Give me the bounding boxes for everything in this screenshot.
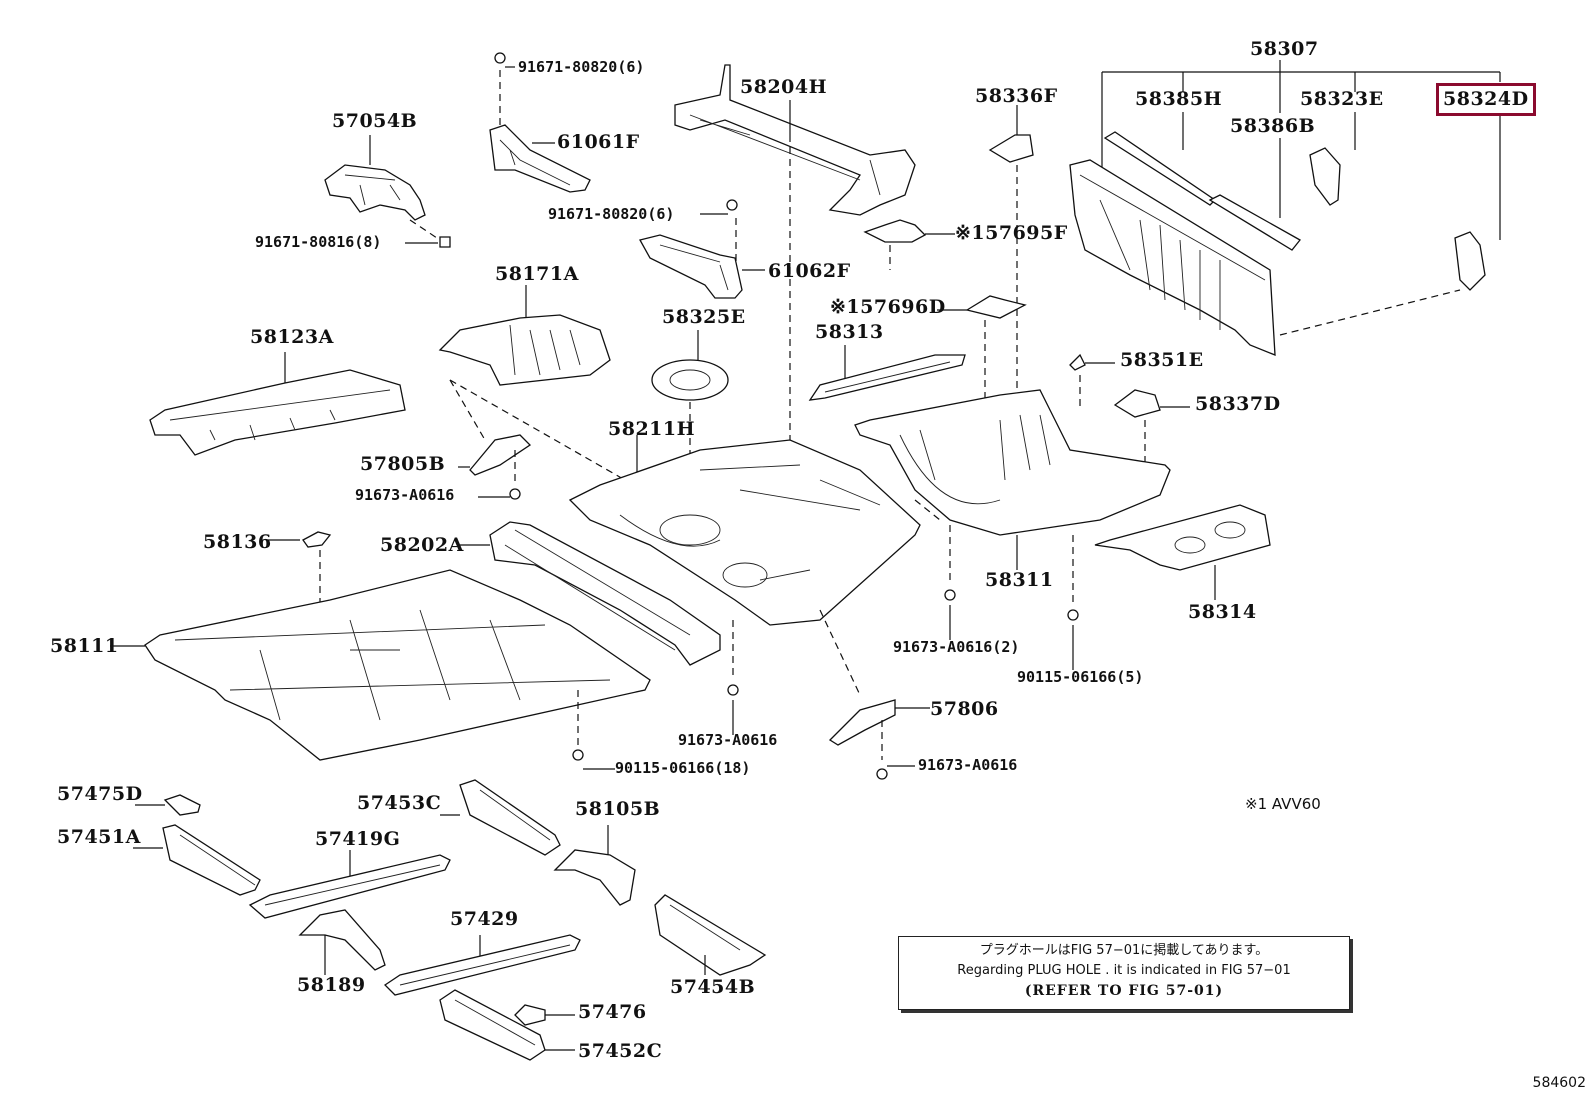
note-line-refer[interactable]: (REFER TO FIG 57-01) [1024, 983, 1224, 999]
label-58171A[interactable]: 58171A [495, 263, 579, 285]
note-line-english: Regarding PLUG HOLE . it is indicated in… [957, 963, 1291, 978]
label-58204H[interactable]: 58204H [740, 76, 828, 98]
part-57453C[interactable] [440, 779, 561, 856]
part-57475D[interactable] [135, 794, 201, 816]
label-58307[interactable]: 58307 [1250, 38, 1319, 60]
label-58313[interactable]: 58313 [815, 321, 884, 343]
label-57806[interactable]: 57806 [930, 698, 999, 720]
label-57451A[interactable]: 57451A [57, 826, 141, 848]
part-57805B[interactable] [449, 379, 661, 501]
label-57475D[interactable]: 57475D [57, 783, 143, 805]
part-57452C[interactable] [439, 989, 575, 1061]
label-57695F[interactable]: ※157695F [955, 222, 1068, 244]
label-91673-A0616-left[interactable]: 91673-A0616 [355, 486, 455, 504]
part-58314[interactable] [1094, 504, 1271, 600]
label-57696D[interactable]: ※157696D [830, 296, 946, 318]
part-57429[interactable] [383, 934, 581, 996]
label-58336F[interactable]: 58336F [975, 85, 1058, 107]
footnote-avv60: ※1 AVV60 [1245, 795, 1321, 813]
part-57419G[interactable] [248, 850, 451, 919]
label-57453C[interactable]: 57453C [357, 792, 442, 814]
label-58324D-highlighted[interactable]: 58324D [1436, 83, 1536, 116]
part-58211H[interactable] [568, 435, 921, 626]
part-57454B[interactable] [654, 894, 767, 976]
bolt-91673-A0616-center[interactable] [727, 620, 739, 735]
label-58351E[interactable]: 58351E [1120, 349, 1204, 371]
label-58202A[interactable]: 58202A [380, 534, 464, 556]
part-61062F[interactable] [639, 199, 765, 299]
plug-hole-note-box: プラグホールはFIG 57−01に掲載してあります。 Regarding PLU… [898, 936, 1350, 1010]
label-58123A[interactable]: 58123A [250, 326, 334, 348]
part-58351E[interactable] [1069, 353, 1115, 410]
label-58136[interactable]: 58136 [203, 531, 272, 553]
label-57476[interactable]: 57476 [578, 1001, 647, 1023]
label-91673-A0616-2[interactable]: 91673-A0616(2) [893, 638, 1020, 656]
bolt-91673-A0616-2[interactable] [944, 589, 956, 640]
part-58311[interactable] [854, 389, 1171, 605]
label-58311[interactable]: 58311 [985, 569, 1054, 591]
label-58111[interactable]: 58111 [50, 635, 119, 657]
label-90115-06166-5[interactable]: 90115-06166(5) [1017, 668, 1144, 686]
label-57452C[interactable]: 57452C [578, 1040, 663, 1062]
label-90115-06166-18[interactable]: 90115-06166(18) [615, 759, 751, 777]
label-57054B[interactable]: 57054B [332, 110, 418, 132]
part-58123A[interactable] [149, 352, 406, 456]
label-57419G[interactable]: 57419G [315, 828, 401, 850]
label-58211H[interactable]: 58211H [608, 418, 696, 440]
label-58386B[interactable]: 58386B [1230, 115, 1316, 137]
part-61061F[interactable] [489, 52, 591, 193]
part-57806[interactable] [819, 609, 930, 780]
label-58189[interactable]: 58189 [297, 974, 366, 996]
label-58314[interactable]: 58314 [1188, 601, 1257, 623]
label-58385H[interactable]: 58385H [1135, 88, 1223, 110]
part-57695F[interactable] [863, 219, 955, 270]
label-61061F[interactable]: 61061F [557, 131, 640, 153]
label-58325E[interactable]: 58325E [662, 306, 746, 328]
label-58337D[interactable]: 58337D [1195, 393, 1281, 415]
part-58171A[interactable] [438, 285, 611, 386]
part-57451A[interactable] [133, 824, 261, 896]
label-57454B[interactable]: 57454B [670, 976, 756, 998]
label-91673-A0616-center[interactable]: 91673-A0616 [678, 731, 778, 749]
bolt-90115-06166-5[interactable] [1067, 609, 1079, 670]
part-58105B[interactable] [553, 825, 636, 906]
figure-number: 584602 [1532, 1075, 1586, 1091]
part-58337D[interactable] [1113, 389, 1190, 470]
label-91673-A0616-right[interactable]: 91673-A0616 [918, 756, 1018, 774]
label-57429[interactable]: 57429 [450, 908, 519, 930]
part-58189[interactable] [298, 909, 386, 975]
part-58111[interactable] [110, 569, 651, 770]
part-58136[interactable] [268, 531, 332, 640]
label-58323E[interactable]: 58323E [1300, 88, 1384, 110]
label-57805B[interactable]: 57805B [360, 453, 446, 475]
label-91671-80816[interactable]: 91671-80816(8) [255, 233, 382, 251]
part-57476[interactable] [514, 1004, 575, 1026]
group-bracket-58307 [1101, 60, 1501, 240]
note-line-japanese: プラグホールはFIG 57−01に掲載してあります。 [979, 943, 1269, 958]
label-61062F[interactable]: 61062F [768, 260, 851, 282]
part-57054B[interactable] [324, 135, 451, 248]
part-58202A[interactable] [460, 521, 721, 666]
label-58105B[interactable]: 58105B [575, 798, 661, 820]
part-58307-lower-back-panel[interactable] [1069, 131, 1486, 356]
label-91671-80820-mid[interactable]: 91671-80820(6) [548, 205, 675, 223]
label-91671-80820-top[interactable]: 91671-80820(6) [518, 58, 645, 76]
part-58336F[interactable] [988, 105, 1034, 390]
part-58313[interactable] [808, 345, 966, 401]
